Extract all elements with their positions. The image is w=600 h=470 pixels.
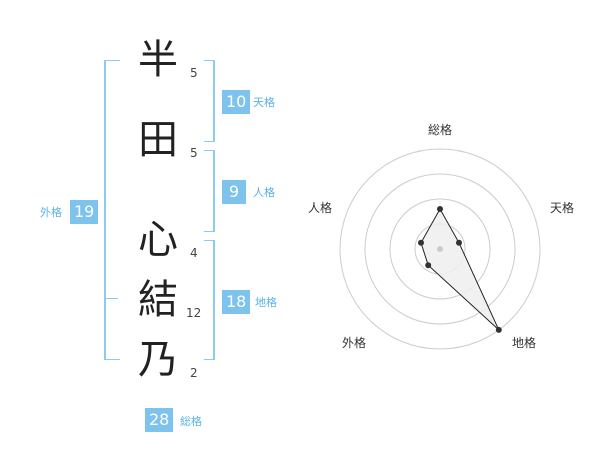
radar-label-jinkaku: 人格	[308, 200, 332, 215]
stroke-count-4: 12	[186, 306, 202, 320]
gaikaku-bracket	[104, 60, 120, 360]
radar-point-4	[418, 239, 424, 246]
radar-label-tenkaku: 天格	[550, 200, 574, 215]
radar-ring-3	[364, 173, 516, 325]
gaikaku-label: 外格	[40, 206, 62, 219]
kanji-3: 心	[138, 217, 178, 263]
tenkaku-value: 10	[222, 90, 251, 114]
radar-label-soukaku: 総格	[428, 122, 452, 137]
kanji-5: 乃	[138, 337, 178, 383]
stroke-count-1: 5	[190, 66, 198, 80]
soukaku-label: 総格	[180, 415, 202, 428]
chikaku-bracket	[204, 240, 215, 360]
stroke-count-3: 4	[190, 246, 198, 260]
jinkaku-label: 人格	[253, 186, 275, 199]
stroke-count-2: 5	[190, 146, 198, 160]
kanji-2: 田	[138, 117, 178, 163]
radar-ring-4	[339, 148, 541, 350]
jinkaku-bracket	[204, 150, 215, 232]
radar-ring-2	[389, 198, 491, 300]
radar-point-3	[425, 262, 432, 269]
radar-label-gaikaku: 外格	[342, 335, 366, 350]
radar-point-2	[495, 326, 502, 333]
gaikaku-value: 19	[70, 200, 99, 224]
soukaku-value: 28	[145, 408, 174, 432]
gaikaku-bracket-tick	[104, 298, 118, 299]
chikaku-label: 地格	[255, 296, 277, 309]
tenkaku-label: 天格	[253, 96, 275, 109]
kanji-4: 結	[138, 277, 178, 323]
radar-grid	[339, 148, 541, 350]
stroke-count-5: 2	[190, 366, 198, 380]
chikaku-value: 18	[222, 290, 251, 314]
kanji-1: 半	[138, 37, 178, 83]
tenkaku-bracket	[204, 60, 215, 142]
jinkaku-value: 9	[222, 180, 246, 204]
radar-point-1	[456, 239, 462, 246]
radar-label-chikaku: 地格	[512, 335, 536, 350]
radar-point-0	[437, 206, 443, 212]
radar-center-dot	[437, 246, 443, 252]
radar-points	[418, 206, 502, 333]
radar-polygon	[420, 207, 500, 331]
